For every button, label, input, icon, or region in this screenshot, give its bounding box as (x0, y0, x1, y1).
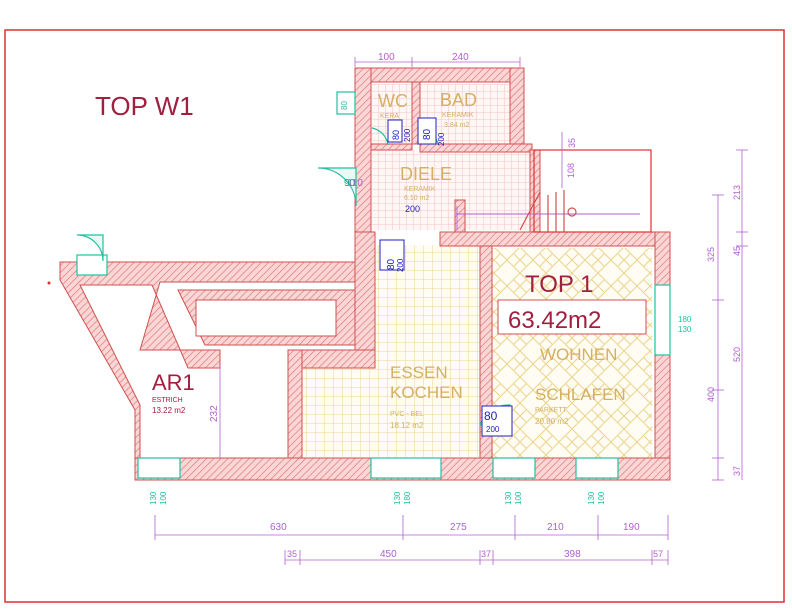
dim-200: 200 (405, 204, 420, 214)
door-wc-height: 200 (403, 128, 412, 142)
ar1-area: 13.22 m2 (152, 406, 186, 415)
balcony (456, 149, 652, 233)
essen-name: ESSEN (390, 363, 448, 382)
door-wohnen-height: 200 (486, 425, 500, 434)
dim-row1-3: 190 (623, 522, 640, 533)
dim-top-240: 240 (452, 52, 469, 63)
dim-row1-1: 275 (450, 522, 467, 533)
dim-108: 108 (566, 163, 576, 178)
door-tags: 80 200 80 200 80 200 80 200 90 (344, 117, 513, 437)
wc-floor: KERA (380, 113, 399, 120)
door-wc-width: 80 (391, 130, 401, 140)
diele-name: DIELE (400, 164, 452, 184)
window-2-width: 180 (403, 491, 412, 505)
dim-110: 110 (347, 178, 363, 189)
dim-row2-0: 35 (287, 549, 297, 559)
dim-right-outer-0: 213 (732, 185, 742, 200)
bad-name: BAD (440, 90, 477, 110)
essen-main-floor (300, 365, 480, 457)
diele-floor: KERAMIK (404, 186, 436, 193)
essen-floor: PVC - BEL (390, 411, 424, 418)
dimension-labels: 100 240 35 108 110 200 232 630 275 210 1… (209, 52, 742, 560)
door-essen-height: 200 (396, 258, 405, 272)
window-4-height: 130 (587, 491, 596, 505)
door-bad-width: 80 (422, 128, 433, 140)
dim-row2-2: 37 (481, 549, 491, 559)
door-entry-width: 90 (344, 178, 356, 189)
sheet-frame (4, 29, 785, 603)
room-labels: WC KERA BAD KERAMIK 3.84 m2 DIELE KERAMI… (152, 90, 647, 430)
window-1-height: 130 (149, 491, 158, 505)
dim-row2-4: 57 (653, 549, 663, 559)
window-3-height: 130 (504, 491, 513, 505)
window-tags: 100 130 180 130 100 130 100 130 180 130 … (149, 101, 692, 505)
diele-area: 6.10 m2 (404, 195, 429, 202)
wohnen-floor (492, 248, 652, 458)
schlafen-name: SCHLAFEN (535, 385, 626, 404)
ar1-floor: ESTRICH (152, 397, 183, 404)
wc-name: WC (378, 91, 408, 111)
ar1-floor (78, 285, 222, 458)
dim-right-inner-1: 520 (732, 347, 742, 362)
diele-floor (372, 150, 532, 230)
sheet-title: TOP W1 (95, 91, 194, 121)
dim-35: 35 (567, 138, 577, 148)
door-essen-width: 80 (386, 258, 397, 270)
dim-top-100: 100 (378, 52, 395, 63)
dim-row1-2: 210 (547, 522, 564, 533)
window-3-width: 100 (514, 491, 523, 505)
dimensions (154, 57, 748, 565)
window-4-width: 100 (597, 491, 606, 505)
wohnen-name: WOHNEN (540, 345, 617, 364)
door-bad-height: 200 (437, 132, 446, 146)
dim-right-inner-2: 400 (706, 387, 716, 402)
dim-row2-1: 450 (380, 549, 397, 560)
window-right-height: 130 (678, 325, 692, 334)
dim-right-inner-3: 37 (732, 466, 742, 476)
door-wohnen-width: 80 (484, 409, 498, 423)
bad-floor: KERAMIK (442, 112, 474, 119)
window-1-width: 100 (159, 491, 168, 505)
dim-row1-0: 630 (270, 522, 287, 533)
dim-232: 232 (209, 405, 220, 422)
window-wc-width: 80 (340, 101, 349, 110)
window-2-height: 130 (393, 491, 402, 505)
reference-dot (47, 281, 51, 285)
ar1-name: AR1 (152, 370, 195, 395)
window-right-width: 180 (678, 315, 692, 324)
essen-area: 18.12 m2 (390, 421, 424, 430)
dim-row2-3: 398 (564, 549, 581, 560)
bad-area: 3.84 m2 (444, 122, 469, 129)
wohnen-area: 20.80 m2 (535, 417, 569, 426)
unit-area-box (497, 299, 647, 335)
west-wing-inner (195, 299, 337, 337)
unit-area: 63.42m2 (508, 307, 601, 334)
windows (76, 91, 671, 479)
dim-right-outer-1: 45 (732, 246, 742, 256)
dim-right-inner-0: 325 (706, 247, 716, 262)
wohnen-floor: PARKETT (535, 407, 567, 414)
unit-name: TOP 1 (525, 271, 593, 298)
kochen-name: KOCHEN (390, 383, 463, 402)
